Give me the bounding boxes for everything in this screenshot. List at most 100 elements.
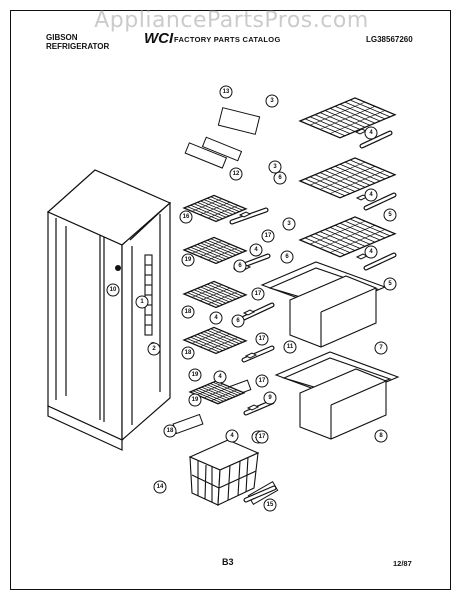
svg-text:12: 12 [233,171,240,177]
model-number: LG38567260 [366,35,413,44]
callout-17: 17 [255,374,269,388]
refrigerator-cabinet [46,169,172,451]
svg-text:4: 4 [254,247,258,253]
svg-text:3: 3 [273,164,277,170]
callout-4: 4 [213,370,227,384]
svg-text:19: 19 [192,397,199,403]
callout-6: 6 [233,259,247,273]
cabinet-rail [144,254,153,336]
callout-12: 12 [229,167,243,181]
catalog-date: 12/87 [393,559,412,568]
freezer-basket [188,439,260,506]
shelf-clip-6 [242,309,256,316]
svg-text:5: 5 [388,212,392,218]
catalog-title: FACTORY PARTS CATALOG [174,35,281,44]
product-label: REFRIGERATOR [46,42,110,51]
callout-18: 18 [181,346,195,360]
wci-logo: WCI [144,30,174,47]
callout-5: 5 [383,208,397,222]
crisper-drawer-upper [260,261,387,348]
freezer-shelf-4 [182,326,248,355]
callout-19: 19 [188,368,202,382]
callout-4: 4 [225,429,239,443]
svg-text:18: 18 [185,309,192,315]
svg-text:13: 13 [223,89,230,95]
svg-text:6: 6 [285,254,289,260]
callout-17: 17 [255,332,269,346]
callout-18: 18 [163,424,177,438]
svg-text:18: 18 [167,428,174,434]
callout-4: 4 [364,126,378,140]
svg-text:15: 15 [267,502,274,508]
callout-3: 3 [282,217,296,231]
callout-group: 1312346634534516171946171718467181717194… [106,85,397,512]
callout-17: 17 [261,229,275,243]
svg-text:6: 6 [278,175,282,181]
svg-text:14: 14 [157,484,164,490]
diagram-frame [10,10,451,590]
freezer-shelf-3 [182,280,248,309]
callout-11: 11 [283,340,297,354]
svg-text:4: 4 [369,192,373,198]
freezer-shelf-1 [182,194,248,223]
callout-13: 13 [219,85,233,99]
page-code: B3 [222,557,234,567]
callout-3: 3 [268,160,282,174]
svg-text:6: 6 [238,263,242,269]
callout-14: 14 [153,480,167,494]
svg-text:17: 17 [259,336,266,342]
svg-text:5: 5 [388,281,392,287]
svg-text:3: 3 [287,221,291,227]
svg-text:9: 9 [268,395,272,401]
callout-2: 2 [147,342,161,356]
svg-text:3: 3 [270,98,274,104]
callout-10: 10 [106,283,120,297]
svg-text:4: 4 [218,374,222,380]
shelf-clip-7 [244,352,258,359]
cabinet-light-socket [115,265,121,271]
fresh-food-shelf-2 [298,157,397,199]
svg-text:8: 8 [379,433,383,439]
callout-15: 15 [263,498,277,512]
svg-text:7: 7 [379,345,383,351]
svg-text:2: 2 [152,346,156,352]
callout-1: 1 [135,295,149,309]
callout-9: 9 [263,391,277,405]
callout-19: 19 [181,253,195,267]
callout-18: 18 [181,305,195,319]
fresh-food-shelf-3 [298,216,397,258]
callout-7: 7 [374,341,388,355]
svg-text:11: 11 [287,344,294,350]
freezer-shelf-5 [188,380,246,405]
shelf-group [182,97,397,405]
svg-text:17: 17 [259,434,266,440]
svg-text:17: 17 [259,378,266,384]
small-parts [172,107,279,506]
crisper-drawer-lower [274,351,400,440]
callout-4: 4 [249,243,263,257]
callout-3: 3 [265,94,279,108]
callout-6: 6 [273,171,287,185]
shelf-clip-8 [246,404,260,411]
svg-text:1: 1 [140,299,144,305]
watermark: AppliancePartsPros.com [94,8,369,33]
svg-text:4: 4 [369,130,373,136]
svg-text:6: 6 [236,318,240,324]
svg-text:16: 16 [183,214,190,220]
callout-8: 8 [374,429,388,443]
svg-text:10: 10 [110,287,117,293]
callout-19: 19 [188,393,202,407]
svg-text:4: 4 [369,249,373,255]
callout-17: 17 [255,430,269,444]
callout-6: 6 [280,250,294,264]
callout-17: 17 [251,287,265,301]
svg-text:4: 4 [230,433,234,439]
callout-4: 4 [209,311,223,325]
fresh-food-shelf-1 [298,97,397,139]
svg-text:17: 17 [255,291,262,297]
svg-text:4: 4 [214,315,218,321]
callout-4: 4 [364,245,378,259]
svg-text:18: 18 [185,350,192,356]
